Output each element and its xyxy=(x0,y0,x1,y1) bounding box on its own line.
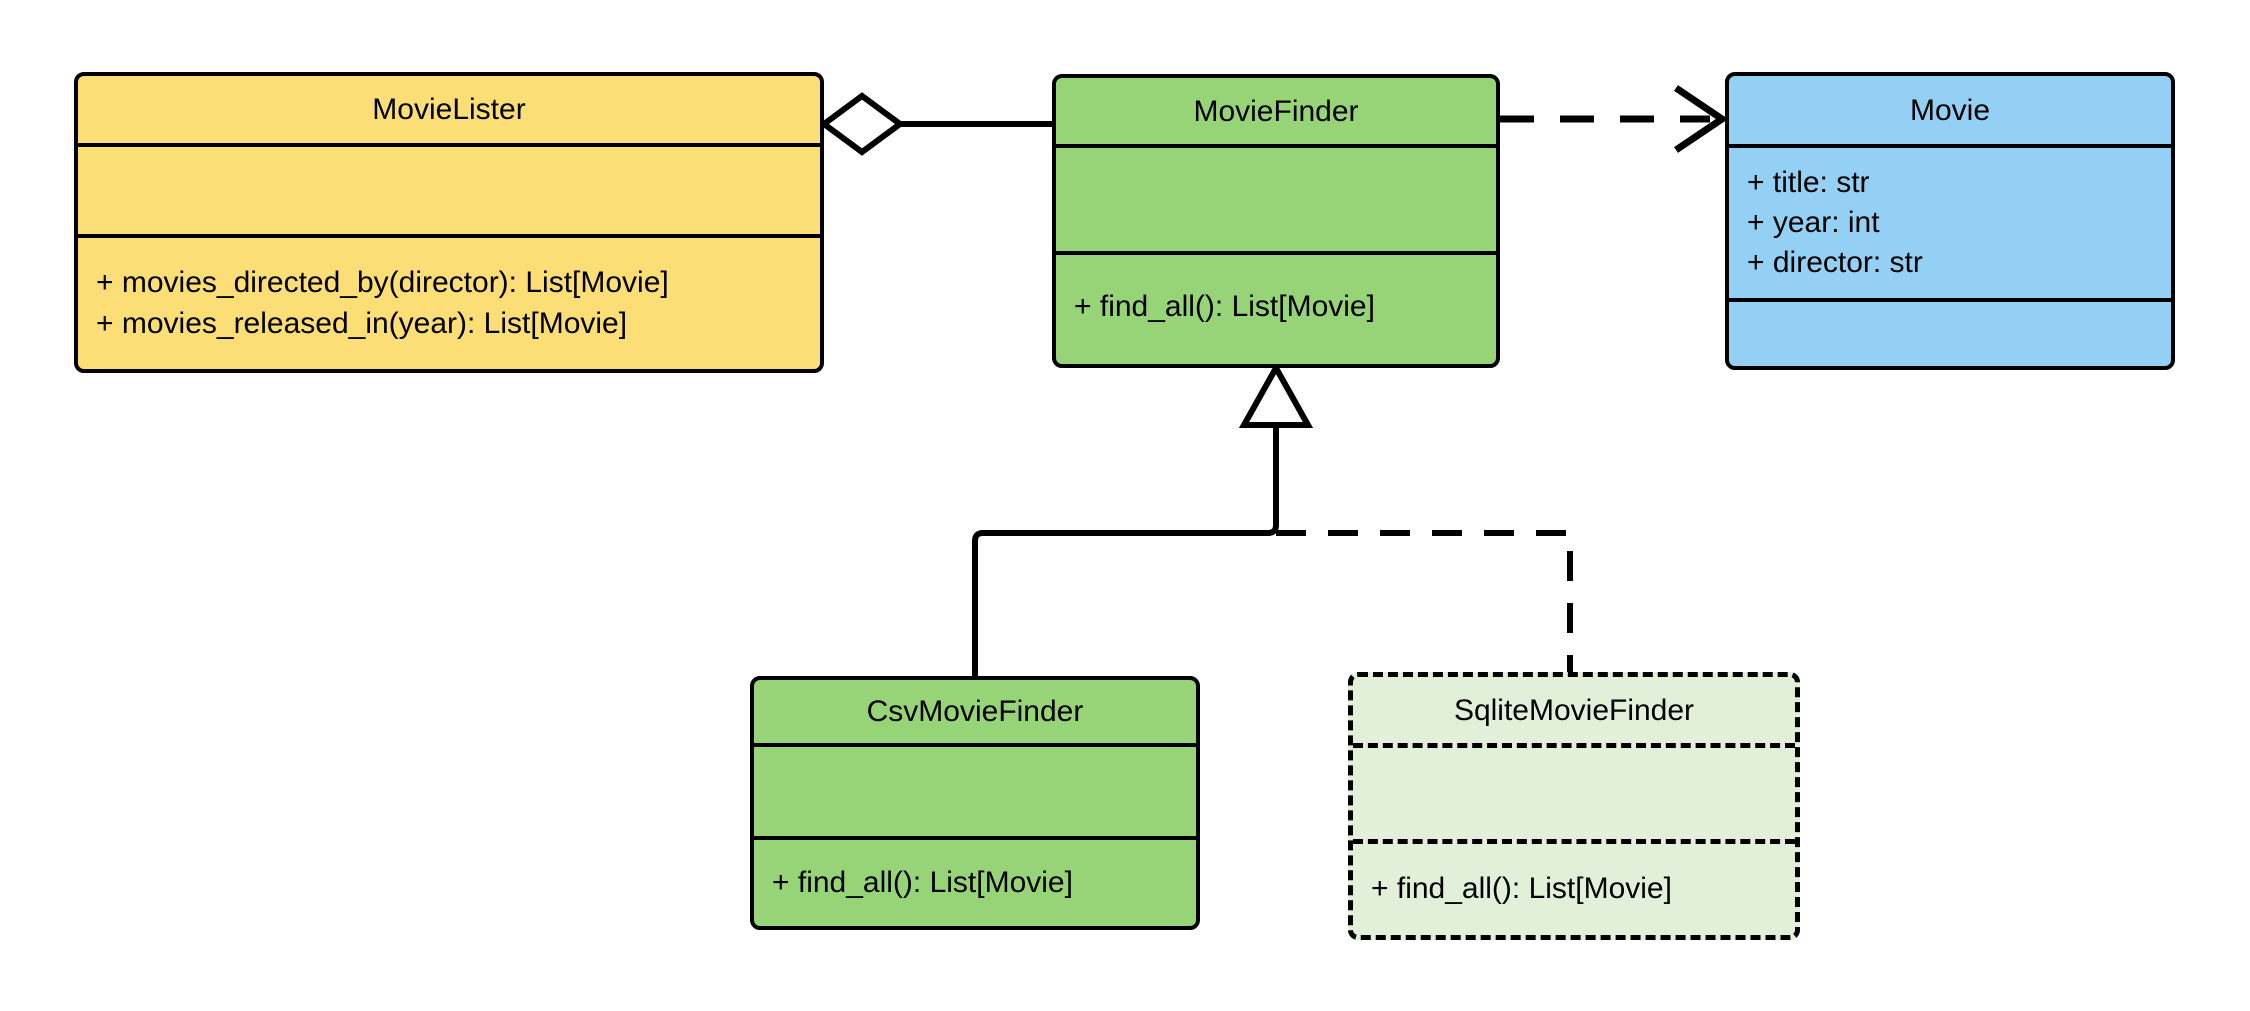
operation-item: + movies_directed_by(director): List[Mov… xyxy=(96,266,669,300)
aggregation-movielister-moviefinder[interactable] xyxy=(818,92,1052,156)
operation-item: + find_all(): List[Movie] xyxy=(1074,290,1375,324)
class-operations-compartment: + movies_directed_by(director): List[Mov… xyxy=(78,234,820,369)
class-attributes-compartment xyxy=(1353,743,1795,839)
class-name-compartment: MovieLister xyxy=(78,76,820,143)
generalization-line-csv xyxy=(972,425,1279,676)
generalization-line-sqlite xyxy=(1276,530,1573,672)
operation-item: + movies_released_in(year): List[Movie] xyxy=(96,306,628,340)
operation-item: + find_all(): List[Movie] xyxy=(1371,872,1672,906)
attribute-item: + year: int xyxy=(1747,205,1880,239)
attribute-item: + director: str xyxy=(1747,246,1923,280)
attribute-item: + title: str xyxy=(1747,165,1870,199)
generalization-sqlitemoviefinder-moviefinder[interactable] xyxy=(1276,530,1573,672)
generalization-csvmoviefinder-moviefinder[interactable] xyxy=(972,425,1279,676)
operation-list: + movies_directed_by(director): List[Mov… xyxy=(78,263,820,343)
operation-list: + find_all(): List[Movie] xyxy=(1353,869,1795,909)
class-box-moviefinder[interactable]: MovieFinder + find_all(): List[Movie] xyxy=(1052,74,1500,368)
class-operations-compartment: + find_all(): List[Movie] xyxy=(1353,839,1795,935)
class-name-label: CsvMovieFinder xyxy=(866,695,1084,728)
dependency-moviefinder-movie[interactable] xyxy=(1500,85,1729,153)
hollow-diamond-icon xyxy=(818,92,906,156)
class-box-csvmoviefinder[interactable]: CsvMovieFinder + find_all(): List[Movie] xyxy=(750,676,1200,930)
class-name-label: MovieLister xyxy=(372,93,526,126)
class-attributes-compartment: + title: str + year: int + director: str xyxy=(1729,144,2171,298)
class-name-label: SqliteMovieFinder xyxy=(1453,693,1695,727)
generalization-triangle-moviefinder xyxy=(1238,361,1314,428)
class-box-movielister[interactable]: MovieLister + movies_directed_by(directo… xyxy=(74,72,824,373)
operation-list: + find_all(): List[Movie] xyxy=(754,863,1196,903)
class-operations-compartment xyxy=(1729,298,2171,366)
attribute-list: + title: str + year: int + director: str xyxy=(1729,163,2171,284)
class-operations-compartment: + find_all(): List[Movie] xyxy=(1056,251,1496,360)
class-name-label: MovieFinder xyxy=(1193,94,1359,128)
class-attributes-compartment xyxy=(1056,144,1496,251)
class-name-compartment: CsvMovieFinder xyxy=(754,680,1196,743)
class-name-label: Movie xyxy=(1909,93,1991,127)
operation-list: + find_all(): List[Movie] xyxy=(1056,287,1496,327)
class-name-compartment: MovieFinder xyxy=(1056,78,1496,144)
class-attributes-compartment xyxy=(754,743,1196,836)
class-attributes-compartment xyxy=(78,143,820,234)
open-arrow-icon xyxy=(1674,85,1729,153)
class-name-compartment: SqliteMovieFinder xyxy=(1353,677,1795,743)
class-operations-compartment: + find_all(): List[Movie] xyxy=(754,836,1196,926)
class-box-movie[interactable]: Movie + title: str + year: int + directo… xyxy=(1725,72,2175,370)
class-name-compartment: Movie xyxy=(1729,76,2171,144)
hollow-triangle-icon xyxy=(1238,361,1314,428)
class-box-sqlitemoviefinder[interactable]: SqliteMovieFinder + find_all(): List[Mov… xyxy=(1348,672,1800,940)
operation-item: + find_all(): List[Movie] xyxy=(772,865,1073,899)
